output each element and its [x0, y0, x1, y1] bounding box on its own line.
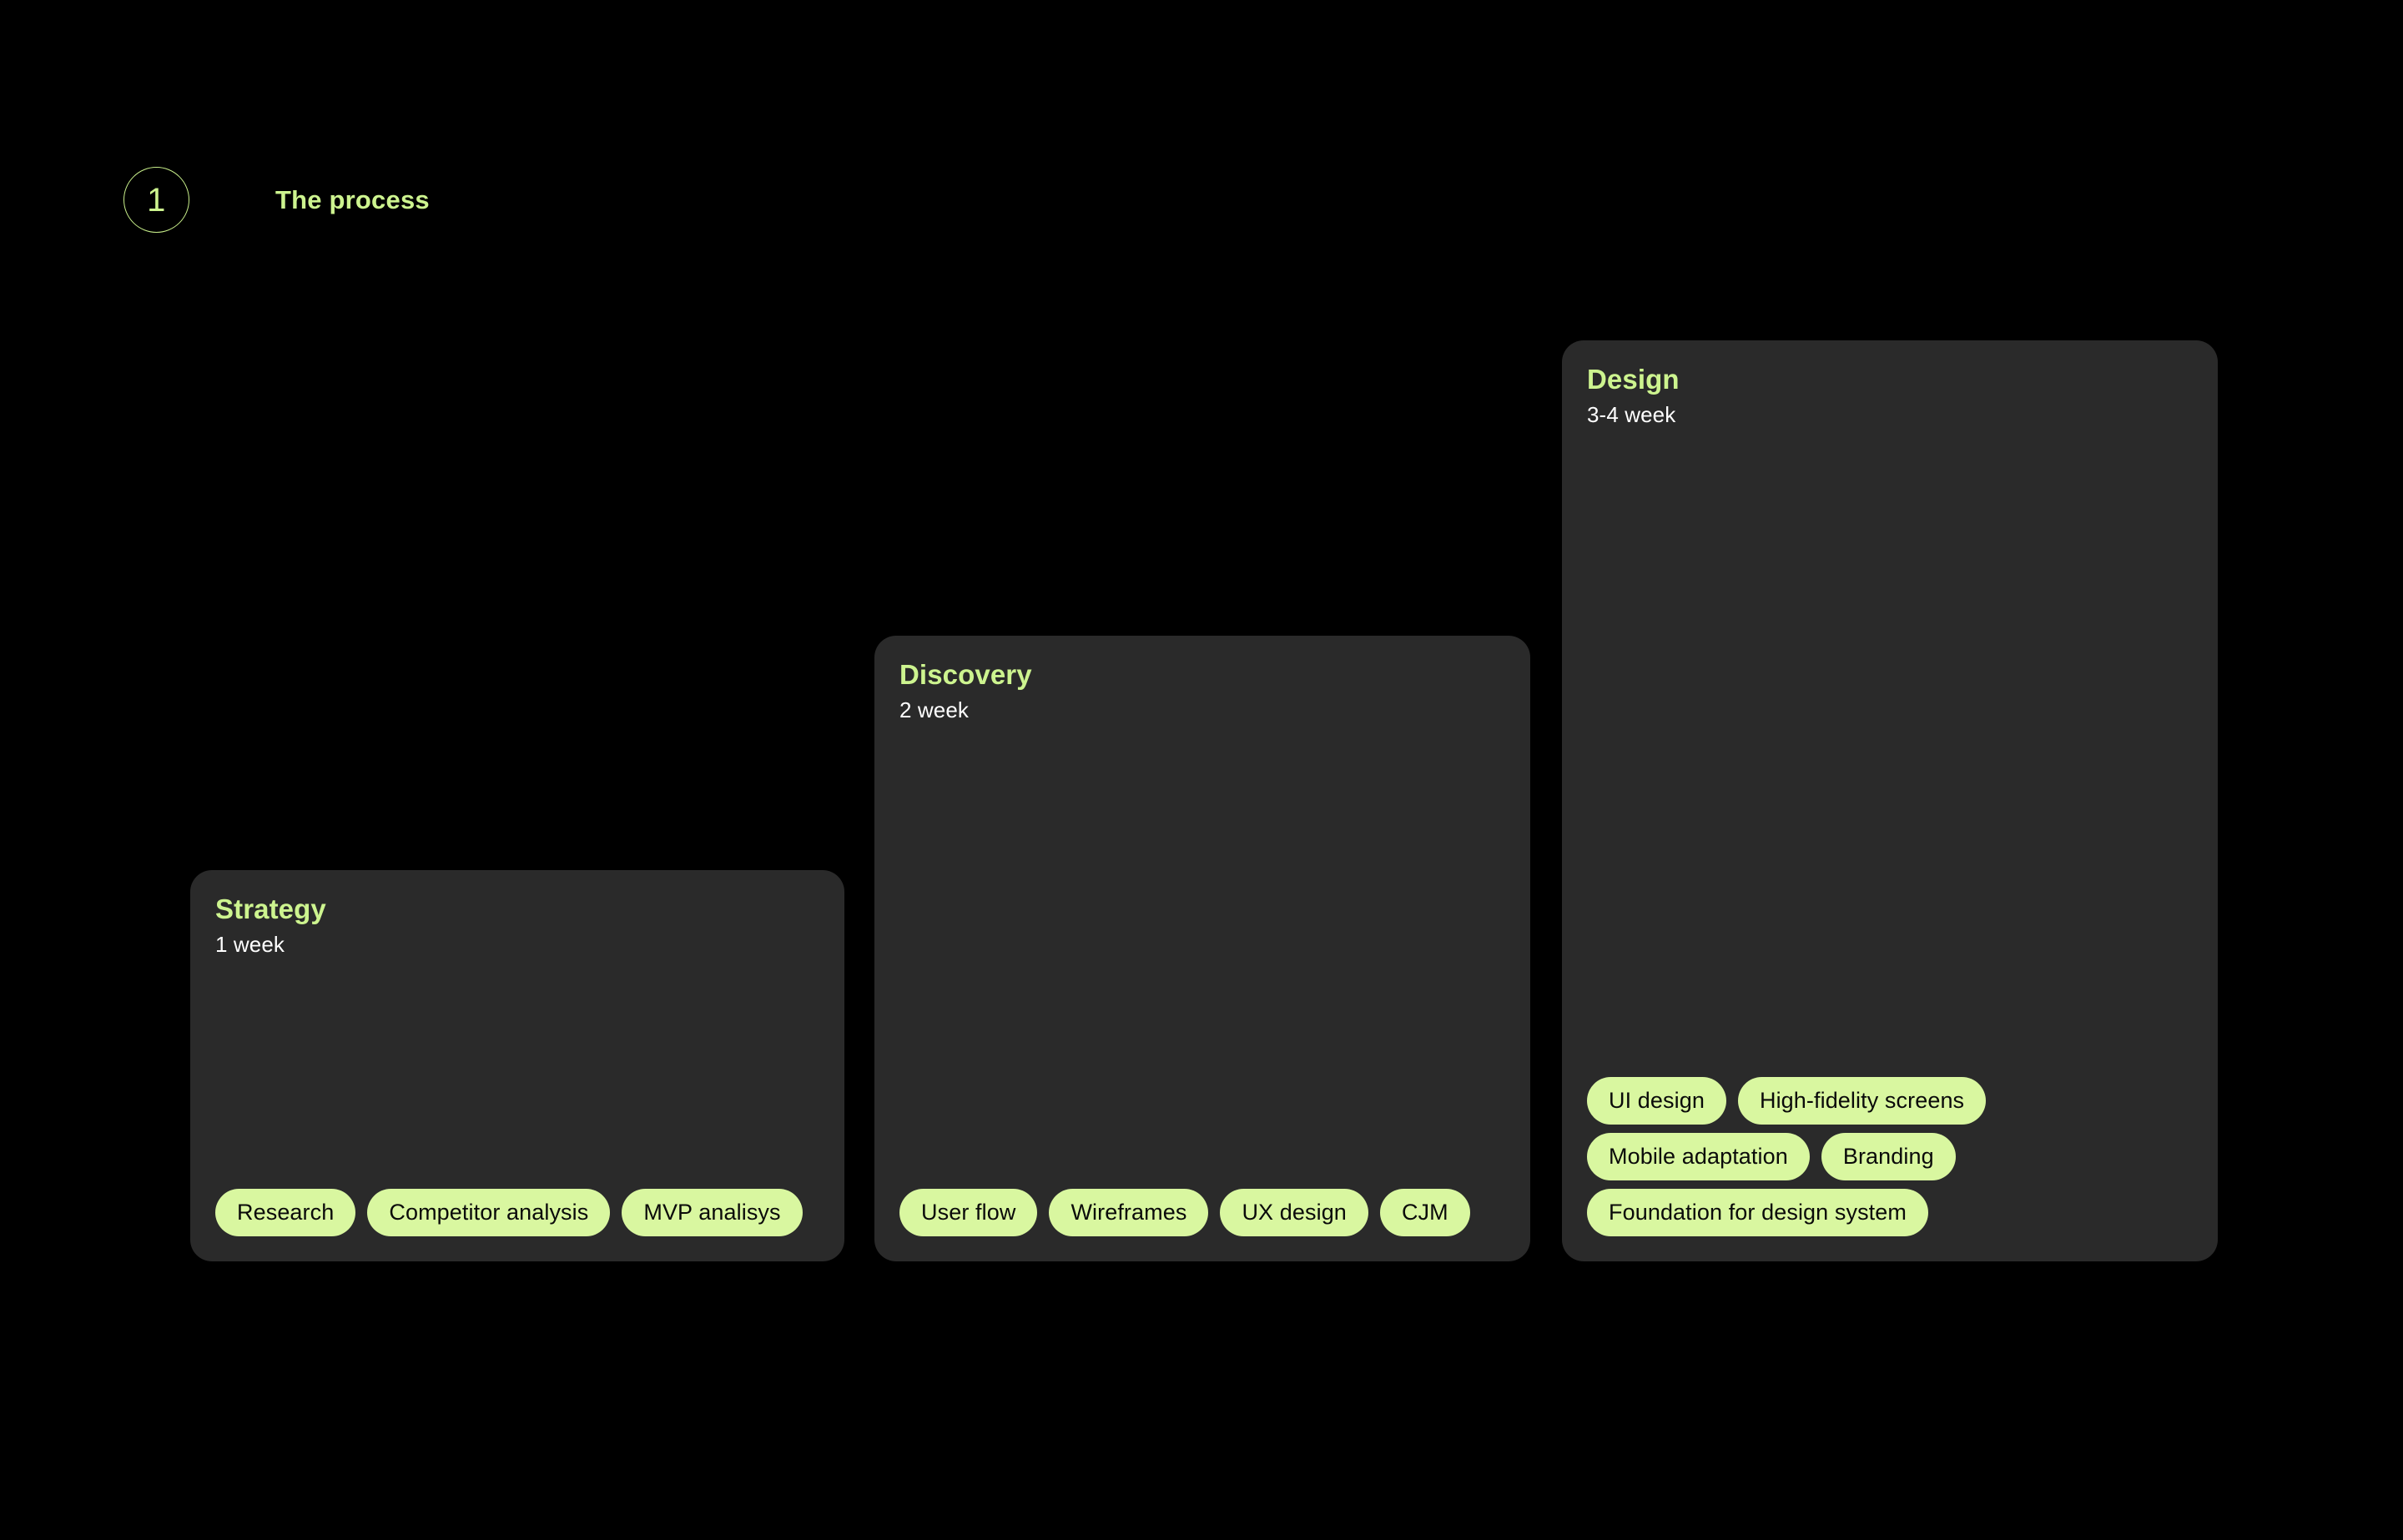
card-duration: 1 week [215, 931, 285, 957]
step-number-label: 1 [147, 181, 166, 219]
card-tag-list: UI design High-fidelity screens Mobile a… [1587, 1077, 2193, 1236]
process-card-strategy[interactable]: Strategy 1 week Research Competitor anal… [190, 870, 844, 1261]
card-tag-list: Research Competitor analysis MVP analisy… [215, 1189, 819, 1236]
tag-pill[interactable]: High-fidelity screens [1737, 1077, 1987, 1125]
tag-pill[interactable]: UX design [1220, 1189, 1368, 1236]
tag-pill[interactable]: UI design [1587, 1077, 1726, 1125]
tag-pill[interactable]: Branding [1821, 1133, 1956, 1180]
card-duration: 3-4 week [1587, 401, 1676, 427]
tag-pill[interactable]: Mobile adaptation [1587, 1133, 1810, 1180]
tag-pill[interactable]: Competitor analysis [367, 1189, 611, 1236]
page-title: The process [275, 184, 430, 214]
card-tag-list: User flow Wireframes UX design CJM [899, 1189, 1505, 1236]
card-title: Discovery [899, 659, 1032, 690]
tag-pill[interactable]: Foundation for design system [1587, 1189, 1928, 1236]
section-header: 1 The process [123, 167, 430, 233]
tag-pill[interactable]: User flow [899, 1189, 1038, 1236]
step-number-badge: 1 [123, 167, 189, 233]
process-card-design[interactable]: Design 3-4 week UI design High-fidelity … [1562, 340, 2218, 1261]
card-duration: 2 week [899, 697, 969, 722]
tag-pill[interactable]: Research [215, 1189, 356, 1236]
tag-pill[interactable]: CJM [1379, 1189, 1470, 1236]
tag-pill[interactable]: MVP analisys [622, 1189, 803, 1236]
card-title: Strategy [215, 893, 326, 924]
tag-pill[interactable]: Wireframes [1049, 1189, 1209, 1236]
process-card-discovery[interactable]: Discovery 2 week User flow Wireframes UX… [874, 636, 1530, 1261]
card-title: Design [1587, 364, 1680, 395]
